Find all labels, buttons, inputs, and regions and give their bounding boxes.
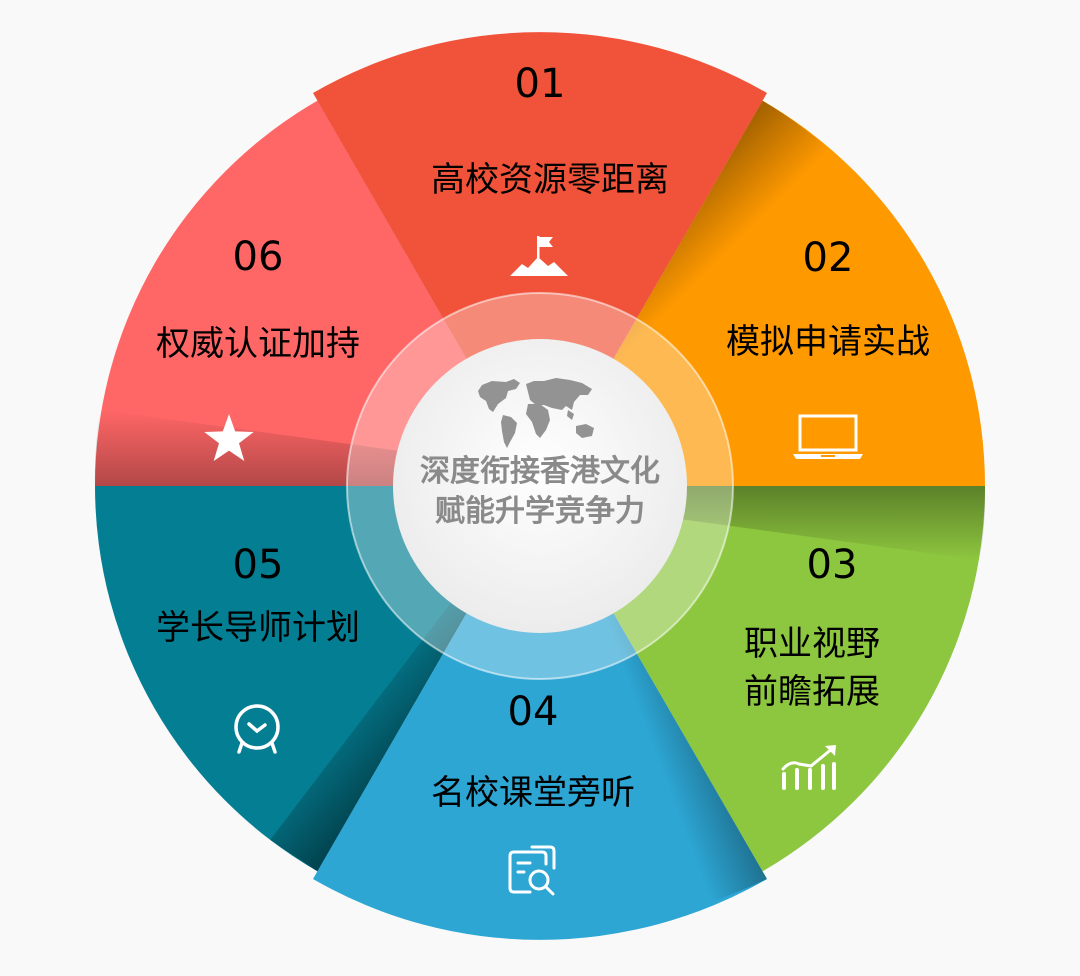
document-search-icon [508,845,556,896]
sector-02-number: 02 [802,235,854,281]
sector-02-title: 模拟申请实战 [726,322,930,362]
sector-03 [540,486,985,872]
sector-03-title-line2: 前瞻拓展 [744,672,880,712]
sector-05-title: 学长导师计划 [156,608,360,648]
sector-05-number: 05 [232,542,284,588]
center-title: 深度衔接香港文化 赋能升学竞争力 [420,452,660,532]
laptop-icon [793,414,863,459]
center-title-line1: 深度衔接香港文化 [420,454,660,489]
sector-01-number: 01 [514,61,566,107]
sector-03-title-line1: 职业视野 [744,624,880,664]
mountain-flag-icon [510,236,568,276]
sector-03-number: 03 [806,542,858,588]
center-disc [393,339,687,633]
sector-06-number: 06 [232,234,284,280]
sector-05 [94,486,540,872]
sector-02 [540,100,985,486]
center-title-line2: 赋能升学竞争力 [435,494,645,529]
sector-06-title: 权威认证加持 [156,324,360,364]
star-icon [204,414,254,461]
sector-06 [94,100,540,486]
world-map-icon [478,378,594,448]
growth-chart-icon [781,745,836,790]
alarm-clock-icon [234,704,280,754]
sector-04 [313,486,767,940]
sector-01-title: 高校资源零距离 [431,160,669,200]
sector-04-number: 04 [507,689,559,735]
sector-04-title: 名校课堂旁听 [431,773,635,813]
